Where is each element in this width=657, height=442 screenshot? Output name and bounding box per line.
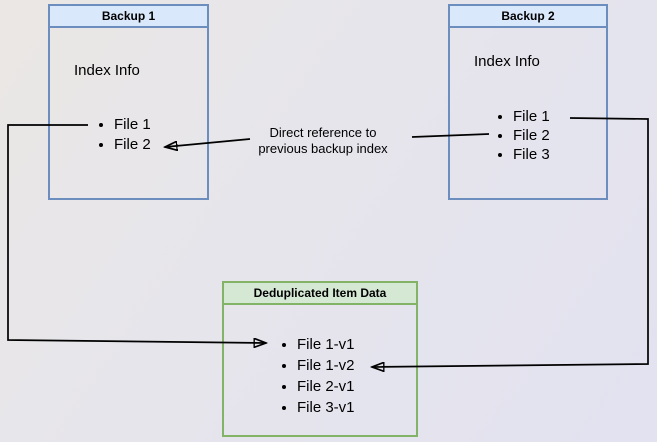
backup1-title: Backup 1 <box>101 9 156 23</box>
backup1-header: Backup 1 <box>50 6 207 28</box>
backup2-title: Backup 2 <box>501 9 555 23</box>
file-list-item: File 1-v1 <box>297 334 355 355</box>
file-list-item: File 3 <box>513 145 550 164</box>
dedup-header: Deduplicated Item Data <box>224 283 416 305</box>
edge-label-line2: previous backup index <box>258 141 388 156</box>
dedup-title: Deduplicated Item Data <box>253 286 387 300</box>
file-list-item: File 2 <box>513 126 550 145</box>
backup2-index-info-label: Index Info <box>474 53 540 70</box>
dedup-file-list: File 1-v1File 1-v2File 2-v1File 3-v1 <box>280 334 355 418</box>
backup1-index-info-label: Index Info <box>74 62 140 79</box>
backup2-header: Backup 2 <box>450 6 606 28</box>
file-list-item: File 3-v1 <box>297 397 355 418</box>
edge-label-line1: Direct reference to <box>269 125 377 140</box>
file-list-item: File 2 <box>114 135 151 155</box>
backup2-box: Backup 2 <box>448 4 608 200</box>
file-list-item: File 2-v1 <box>297 376 355 397</box>
edge-label: Direct reference to previous backup inde… <box>242 125 404 157</box>
file-list-item: File 1-v2 <box>297 355 355 376</box>
backup2-file-list: File 1File 2File 3 <box>496 107 550 164</box>
file-list-item: File 1 <box>114 115 151 135</box>
backup1-file-list: File 1File 2 <box>97 115 151 155</box>
backup1-box: Backup 1 <box>48 4 209 200</box>
file-list-item: File 1 <box>513 107 550 126</box>
